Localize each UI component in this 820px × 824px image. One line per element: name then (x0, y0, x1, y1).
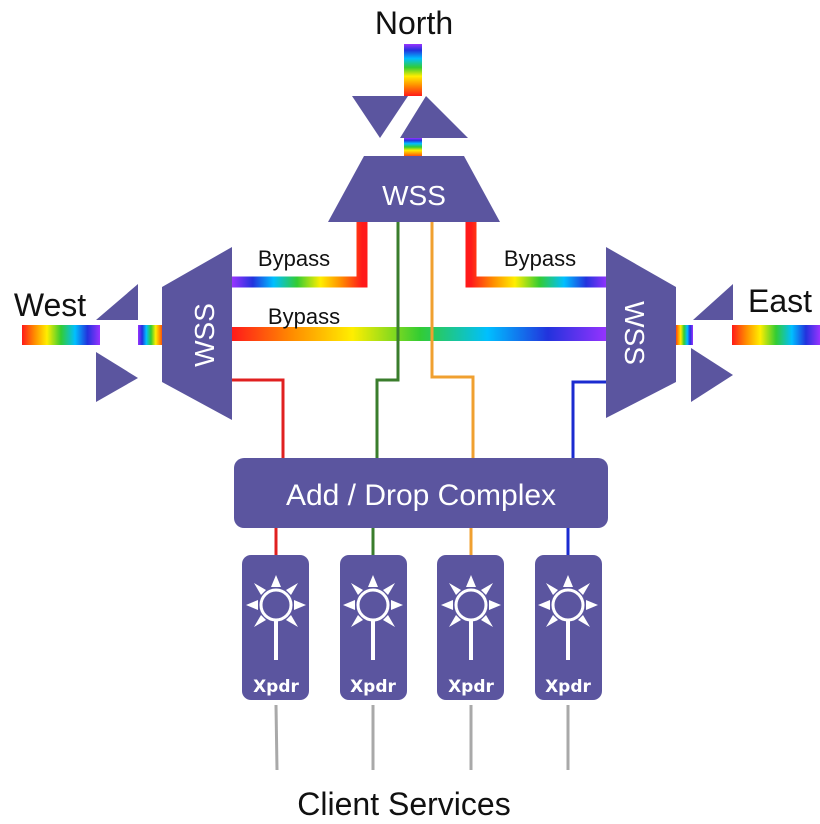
orange-channel-line (430, 222, 475, 460)
bypass-west-north-label: Bypass (258, 246, 330, 271)
west-fiber (22, 325, 100, 345)
west-fiber-inner (138, 325, 164, 345)
add-drop-label: Add / Drop Complex (286, 479, 556, 512)
xpdr-label: Xpdr (350, 677, 396, 697)
west-amplifiers (96, 284, 138, 402)
north-fiber (404, 44, 422, 96)
north-amplifiers (352, 96, 468, 138)
blue-channel-line (571, 380, 608, 460)
amplifier-triangle-icon (691, 348, 733, 402)
transponder-card: Xpdr (340, 555, 407, 700)
wss-east: WSS (606, 247, 676, 418)
xpdr-label: Xpdr (253, 677, 299, 697)
bypass-north-east-label: Bypass (504, 246, 576, 271)
north-label: North (375, 5, 453, 41)
amplifier-triangle-icon (352, 96, 408, 138)
wss-east-label: WSS (619, 301, 650, 365)
fiber-lines (22, 44, 820, 345)
client-services-label: Client Services (297, 786, 510, 822)
wss-north-label: WSS (382, 180, 446, 211)
bypass-north-east-line (465, 222, 608, 288)
wss-west-label: WSS (189, 303, 220, 367)
east-amplifiers (691, 284, 733, 402)
amplifier-triangle-icon (400, 96, 468, 138)
client-line (274, 704, 279, 771)
xpdr-label: Xpdr (448, 677, 494, 697)
north-fiber-lower (404, 138, 422, 158)
wss-north: WSS (328, 156, 500, 222)
east-label: East (748, 283, 812, 319)
amplifier-triangle-icon (96, 284, 138, 320)
xpdr-label: Xpdr (545, 677, 591, 697)
amplifier-triangle-icon (693, 284, 733, 320)
bypass-west-north-line (232, 222, 368, 288)
green-channel-line (375, 222, 400, 460)
transponder-card: Xpdr (437, 555, 504, 700)
red-channel-line (232, 378, 285, 460)
bypass-west-east-line (232, 327, 608, 341)
transponder-card: Xpdr (535, 555, 602, 700)
amplifier-triangle-icon (96, 352, 138, 402)
add-drop-complex: Add / Drop Complex (234, 458, 608, 528)
wss-west: WSS (162, 247, 232, 420)
east-fiber (732, 325, 820, 345)
bypass-west-east-label: Bypass (268, 304, 340, 329)
channel-lines (232, 222, 608, 560)
transponder-card: Xpdr (242, 555, 309, 700)
client-lines (274, 704, 570, 771)
west-label: West (14, 287, 86, 323)
east-fiber-inner (675, 325, 693, 345)
